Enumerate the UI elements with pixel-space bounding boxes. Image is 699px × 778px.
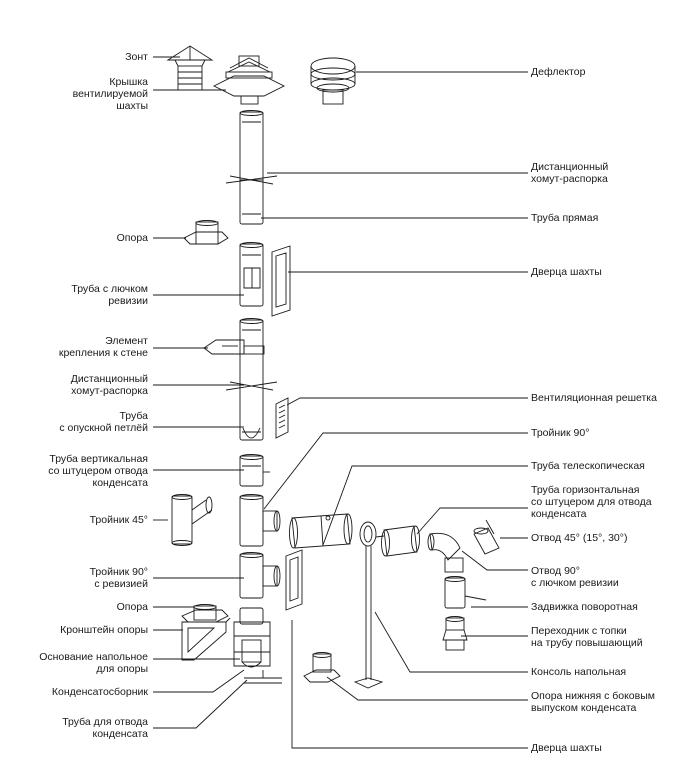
label-pipe-with-loop: Труба с опускной петлёй: [59, 410, 148, 434]
label-condensate-drain-pipe: Труба для отвода конденсата: [62, 716, 148, 740]
label-tee-45: Тройник 45°: [89, 514, 148, 526]
floor-console-part: [353, 521, 384, 689]
rotary-damper-part: [444, 576, 487, 609]
label-floor-console: Консоль напольная: [531, 666, 627, 678]
label-horizontal-pipe-drain: Труба горизонтальная со штуцером для отв…: [531, 484, 652, 520]
support-bracket-part: [181, 617, 231, 661]
condensate-collector-part: [241, 639, 262, 668]
label-ventilation-grille: Вентиляционная решетка: [531, 392, 657, 404]
leader-lines-left: [153, 56, 248, 729]
leader-lines-right: [261, 71, 528, 749]
label-telescopic-pipe: Труба телескопическая: [531, 460, 645, 472]
label-rotary-damper: Задвижка поворотная: [531, 601, 638, 613]
label-support-top: Опора: [116, 232, 148, 244]
tee-90-part: [239, 494, 281, 547]
label-condensate-collector: Конденсатосборник: [51, 686, 148, 698]
shaft-door-top: [271, 245, 291, 317]
support-part-top: [183, 220, 229, 245]
ventilation-grille-part: [275, 397, 289, 439]
elbow-90-revision-part: [427, 532, 464, 573]
label-support-bracket: Кронштейн опоры: [60, 624, 148, 636]
label-stove-adapter: Переходник с топки на трубу повышающий: [531, 625, 643, 649]
shaft-door-bottom: [285, 549, 303, 611]
label-inspection-pipe: Труба с лючком ревизии: [71, 283, 148, 307]
label-shaft-door-top: Дверца шахты: [531, 266, 602, 278]
elbow-45-part: [473, 519, 500, 555]
condensate-drain-pipe-part: [244, 670, 282, 684]
shaft-cover-part: [212, 55, 286, 105]
wall-bracket-part: [203, 339, 265, 355]
label-support-bottom: Опора: [116, 601, 148, 613]
spacer-clamp-mid: [225, 381, 278, 391]
label-spacer-clamp-left: Дистанционный хомут-распорка: [70, 373, 148, 397]
floor-base-part: [233, 607, 271, 667]
spacer-clamp-top: [225, 175, 278, 185]
label-deflector: Дефлектор: [531, 66, 586, 78]
inspection-pipe-part: [239, 242, 264, 307]
horizontal-pipe-drain-part: [375, 525, 420, 557]
label-umbrella: Зонт: [125, 51, 148, 63]
label-elbow-45: Отвод 45° (15°, 30°): [531, 532, 628, 544]
label-bottom-support: Опора нижняя с боковым выпуском конденса…: [531, 690, 655, 714]
pipe-with-loop-part: [239, 318, 264, 441]
tee-45-part: [171, 494, 213, 546]
label-wall-bracket: Элемент крепления к стене: [58, 335, 148, 359]
label-vertical-pipe-drain: Труба вертикальная со штуцером отвода ко…: [48, 453, 148, 489]
label-shaft-door-bottom: Дверца шахты: [531, 742, 602, 754]
label-floor-base: Основание напольное для опоры: [39, 651, 148, 675]
vertical-pipe-drain-part: [239, 454, 270, 487]
umbrella-cap-part: [166, 45, 214, 91]
label-tee-90: Тройник 90°: [531, 427, 590, 439]
label-spacer-clamp-right: Дистанционный хомут-распорка: [531, 161, 609, 185]
tee-90-revision-part: [239, 552, 281, 599]
straight-pipe-part: [239, 110, 264, 225]
deflector-part: [310, 57, 356, 105]
label-straight-pipe: Труба прямая: [531, 212, 599, 224]
telescopic-pipe-part: [289, 513, 353, 549]
stove-adapter-part: [442, 616, 468, 651]
bottom-support-part: [303, 652, 341, 683]
label-tee-90-revision: Тройник 90° с ревизией: [89, 566, 148, 590]
label-elbow-90-revision: Отвод 90° с лючком ревизии: [531, 565, 619, 589]
label-shaft-cover: Крышка вентилируемой шахты: [72, 76, 148, 112]
